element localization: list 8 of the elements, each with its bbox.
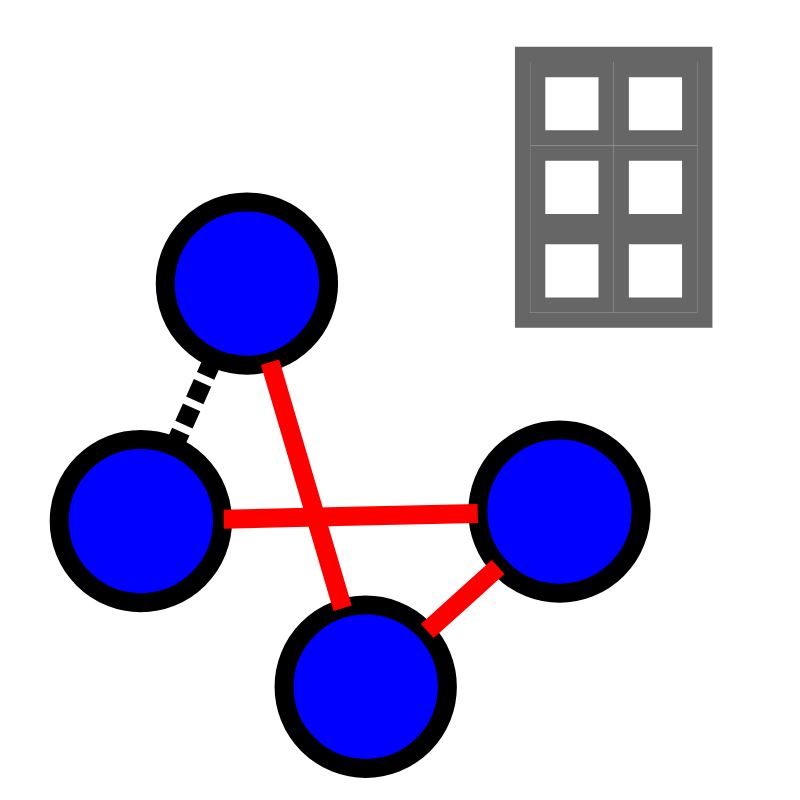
node-circle [154, 192, 338, 375]
connector [259, 359, 351, 611]
connector [222, 503, 477, 529]
node-circle [48, 429, 231, 613]
connector [419, 559, 504, 639]
node-grid [513, 46, 712, 328]
node-circle [467, 420, 650, 603]
node-circle [273, 595, 456, 778]
